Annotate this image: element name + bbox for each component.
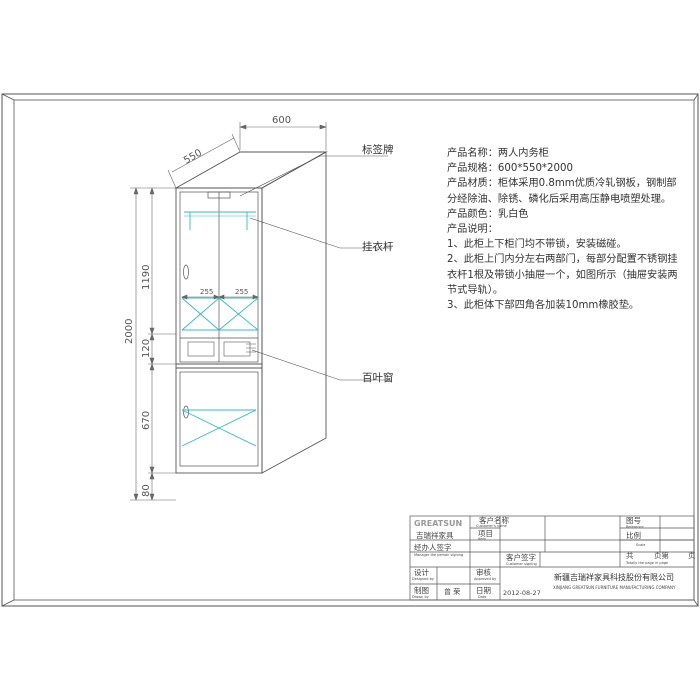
pages-label-3: 页	[688, 551, 696, 560]
border-corner	[1, 599, 15, 607]
customer-sign-en: Customer signing	[506, 562, 537, 566]
lower-compartment	[179, 371, 259, 467]
drawn-label: 制图	[414, 585, 429, 595]
spec-note-2b: 衣杆1根及带锁小抽屉一个，如图所示（抽屉安装两	[447, 269, 678, 281]
review-en: Approved by	[474, 577, 496, 581]
handler-en: Manager the person signing	[414, 553, 463, 557]
label-plate	[207, 191, 231, 199]
base-dim-label: 80	[141, 484, 152, 497]
spec-material-1: 产品材质：柜体采用0.8mm优质冷轧钢板，钢制部	[447, 178, 677, 190]
drawn-en: Drawn by	[412, 595, 429, 599]
depth-dimension	[167, 133, 241, 189]
company-full-name: 新疆吉瑞祥家具科技股份有限公司	[554, 572, 674, 582]
callout-label-plate: 标签牌	[362, 143, 394, 156]
rail-left-dim: 255	[200, 288, 213, 296]
handler-label: 经办人签字	[414, 542, 452, 552]
rail-right-dim: 255	[235, 288, 248, 296]
drawer-right	[223, 341, 251, 357]
interior-lines	[181, 211, 259, 447]
spec-note-2a: 2、此柜上门内分左右两部门，每部分配置不锈钢挂	[447, 254, 678, 266]
pages-label-1: 共	[626, 551, 634, 560]
lower-dim-label: 670	[141, 411, 152, 430]
item-label: 项目	[478, 529, 493, 538]
callout-hanging-rod: 挂衣杆	[362, 240, 394, 253]
width-dim-label: 600	[272, 115, 291, 126]
spec-note-1: 1、此柜上下柜门均不带锁，安装磁碰。	[447, 239, 627, 251]
door-handle	[183, 264, 189, 280]
spec-color: 产品颜色：乳白色	[447, 208, 529, 220]
callout-leaders	[239, 155, 392, 381]
spec-material-2: 分经除油、除锈、磷化后采用高压静电喷塑处理。	[447, 193, 672, 205]
company-short: 吉瑞祥家具	[416, 530, 454, 540]
spec-note-3: 3、此柜体下部四角各加装10mm橡胶垫。	[447, 300, 640, 312]
drawing-no-label: 图号	[626, 516, 641, 525]
width-dimension	[239, 122, 327, 150]
scale-en: Scale	[636, 543, 645, 547]
company-full-en: XINJIANG GREATSUN FURNITURE MANUFACTURIN…	[553, 585, 676, 590]
outer-border	[1, 93, 699, 607]
height-dim-label: 2000	[124, 319, 135, 344]
border-corner	[1, 93, 15, 101]
spec-name: 产品名称：两人内务柜	[447, 148, 549, 159]
customer-name-en: Customer's name	[476, 524, 507, 528]
leader-louver	[251, 349, 392, 381]
drawer-dim-label: 120	[141, 339, 152, 358]
spec-note-2c: 节式导轨）。	[447, 284, 504, 296]
door-handle-lower	[183, 405, 189, 419]
title-block-text: GREATSUN 吉瑞祥家具 客户名称 Customer's name 项目 I…	[412, 515, 696, 599]
border-corner	[693, 599, 699, 607]
scale-label: 比例	[626, 530, 641, 540]
item-en: Item	[478, 537, 487, 541]
date-value: 2012-08-27	[503, 589, 541, 597]
spec-text: 产品名称：两人内务柜 产品规格：600*550*2000 产品材质：柜体采用0.…	[447, 146, 692, 313]
louver-lines	[246, 343, 256, 353]
customer-sign-label: 客户签字	[506, 552, 536, 562]
spec-notes-title: 产品说明：	[447, 224, 498, 236]
design-label: 设计	[414, 567, 429, 577]
leader-label-plate	[239, 155, 388, 197]
inner-border	[13, 99, 695, 601]
design-en: Designed by	[412, 577, 434, 581]
date-label: 日期	[476, 586, 491, 595]
border-corner	[693, 93, 699, 101]
pages-label-2: 页第	[654, 550, 669, 560]
pages-en: Totally the page in page	[625, 561, 668, 565]
spec-size: 产品规格：600*550*2000	[447, 163, 573, 175]
depth-dim-label: 550	[182, 148, 204, 167]
upper-dim-label: 1190	[141, 265, 152, 290]
height-dimensions	[130, 187, 176, 501]
title-block	[409, 515, 695, 601]
review-label: 审核	[476, 567, 491, 577]
drawer-left	[187, 341, 215, 357]
brand-logo: GREATSUN	[414, 519, 462, 528]
cabinet-side	[261, 151, 327, 474]
date-en: Date	[478, 595, 486, 599]
title-block-frame	[409, 515, 695, 601]
leader-hanging-rod	[249, 217, 392, 249]
rail-dims	[181, 294, 259, 300]
drawing-no-en: Reference	[626, 525, 644, 529]
callout-louver: 百叶窗	[362, 371, 394, 384]
customer-name-label: 客户名称	[479, 515, 509, 525]
drawer-name: 曾 荣	[444, 587, 460, 596]
